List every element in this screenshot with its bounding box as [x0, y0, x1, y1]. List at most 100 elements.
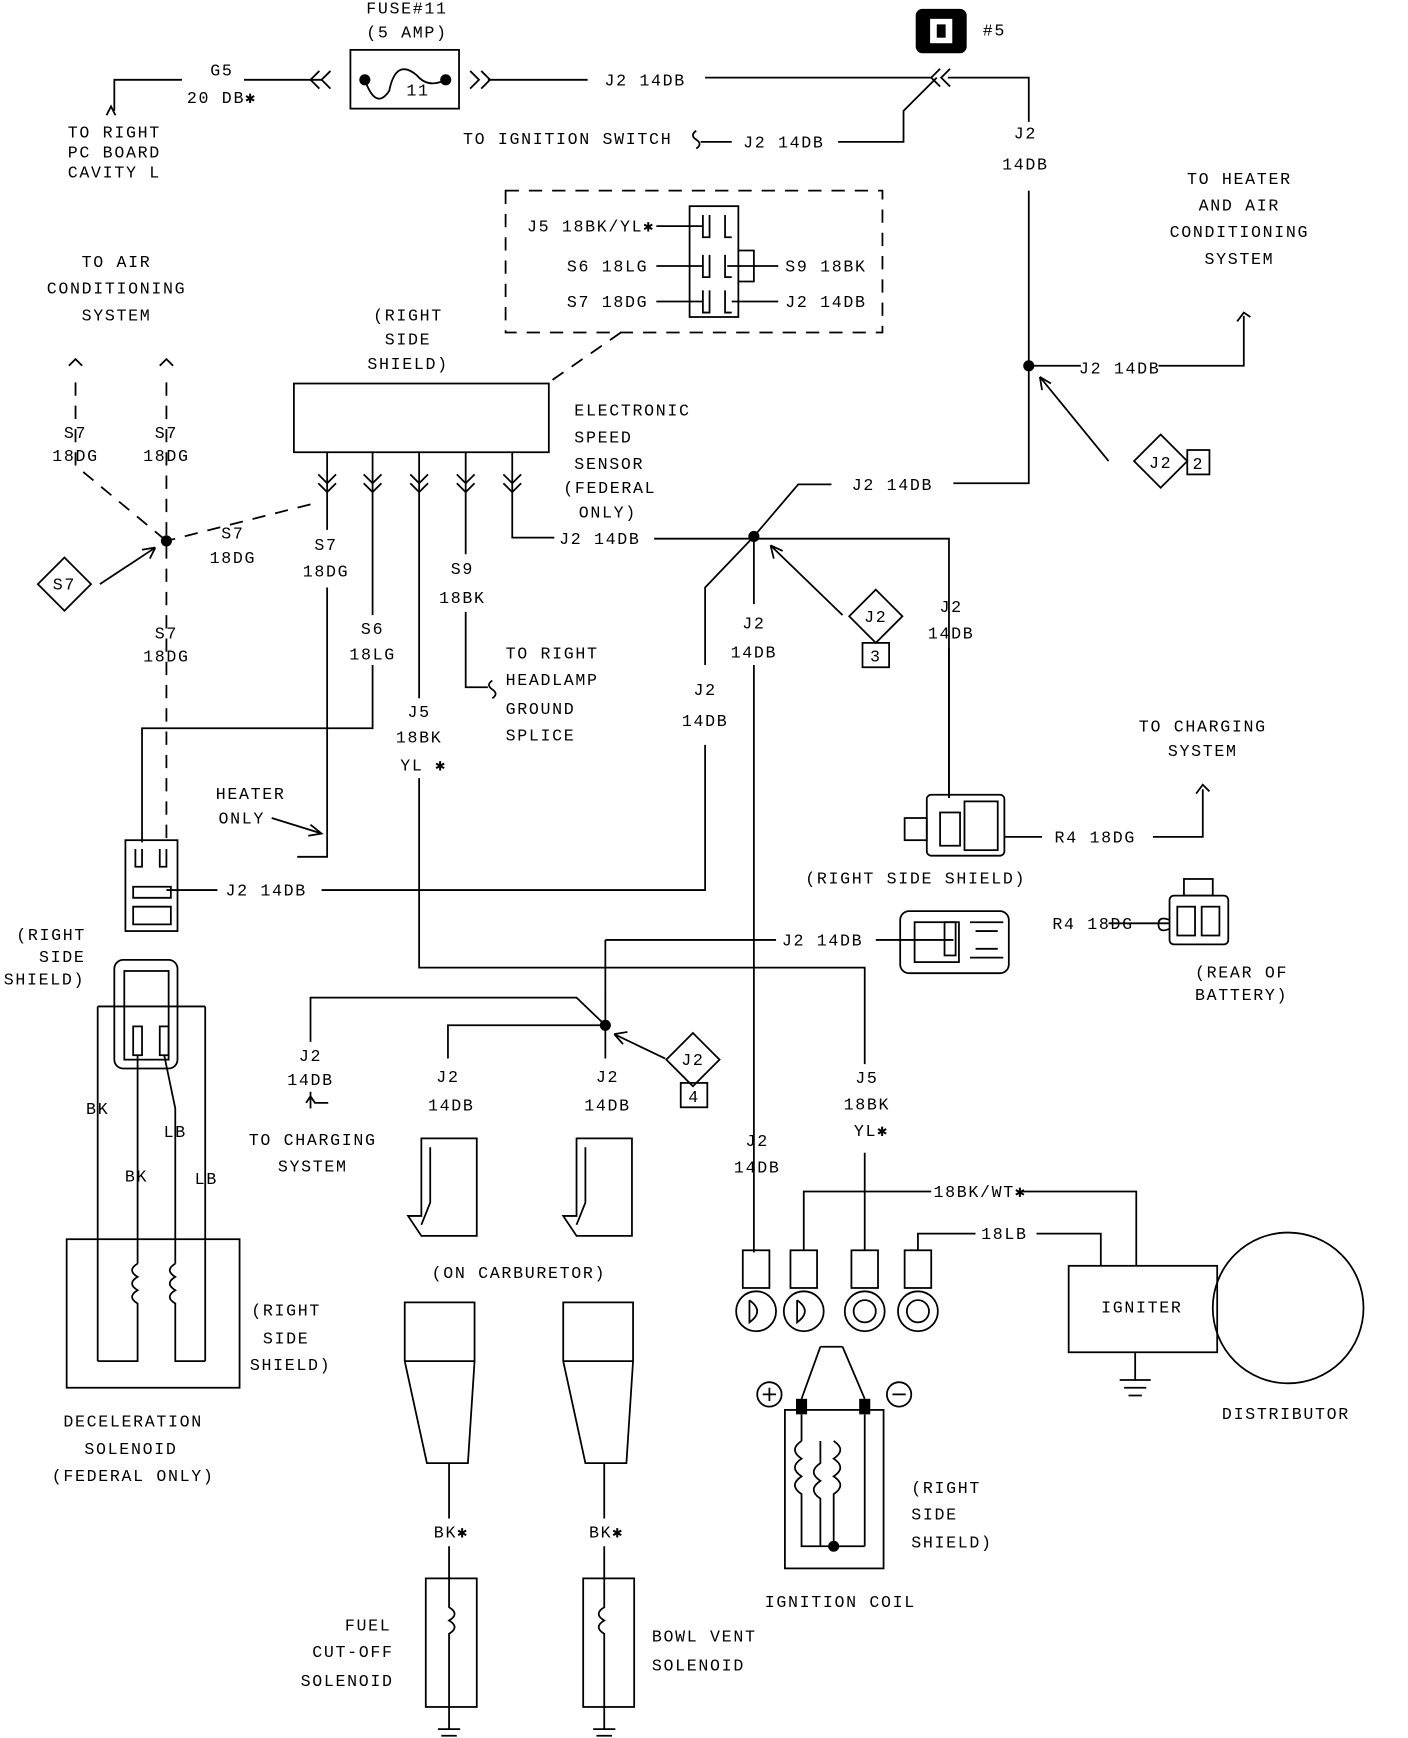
ignition-coil — [784, 1409, 885, 1570]
label: 18DG — [143, 648, 190, 667]
label: (5 AMP) — [366, 24, 447, 43]
label: S7 — [155, 424, 178, 443]
label: BATTERY) — [1195, 986, 1288, 1005]
label: J2 — [1014, 125, 1037, 144]
splice-label: S7 — [53, 576, 76, 595]
label: SHIELD) — [367, 355, 448, 374]
label: J2 — [596, 1068, 619, 1087]
label: HEATER — [216, 785, 286, 804]
label: BOWL VENT — [652, 1628, 757, 1647]
label: BK✱ — [589, 1523, 624, 1542]
label: CONDITIONING — [47, 280, 187, 299]
label: 11 — [406, 81, 429, 100]
label: (RIGHT — [16, 926, 86, 945]
label: CAVITY L — [68, 163, 161, 182]
label: SYSTEM — [82, 306, 152, 325]
label: 18DG — [52, 447, 99, 466]
label: (RIGHT — [373, 306, 443, 325]
label: J2 — [940, 598, 963, 617]
label: J2 — [746, 1132, 769, 1151]
label: TO RIGHT — [68, 123, 161, 142]
label: TO AIR — [82, 253, 152, 272]
label: S6 18LG — [567, 258, 648, 277]
label: S7 18DG — [567, 293, 648, 312]
label: 20 DB✱ — [187, 89, 257, 108]
label: 18DG — [210, 549, 257, 568]
label: BK — [125, 1168, 148, 1187]
label: BK✱ — [434, 1523, 469, 1542]
label: (RIGHT — [911, 1479, 981, 1498]
label: S7 — [221, 525, 244, 544]
electronic-speed-sensor — [292, 382, 550, 454]
label: CUT-OFF — [312, 1643, 393, 1662]
distributor — [1211, 1231, 1365, 1385]
label: S9 18BK — [785, 258, 866, 277]
label: 14DB — [928, 624, 975, 643]
label: SIDE — [385, 331, 432, 350]
label: (FEDERAL ONLY) — [52, 1467, 215, 1486]
label: SPEED — [574, 428, 632, 447]
label: (ON CARBURETOR) — [432, 1264, 606, 1283]
label: AND AIR — [1199, 197, 1280, 216]
label: (RIGHT SIDE SHIELD) — [805, 869, 1026, 888]
splice-label: J2 — [681, 1051, 704, 1070]
label: SENSOR — [574, 455, 644, 474]
label: FUEL — [345, 1616, 392, 1635]
label: #5 — [983, 21, 1006, 40]
label: LB — [164, 1123, 187, 1142]
splice-label: J2 — [864, 608, 887, 627]
label: 18DG — [143, 447, 190, 466]
label: SHIELD) — [911, 1533, 992, 1552]
label: YL ✱ — [400, 756, 447, 775]
label: LB — [195, 1170, 218, 1189]
label: 14DB — [287, 1071, 334, 1090]
label: CONDITIONING — [1170, 223, 1310, 242]
label: J2 — [299, 1047, 322, 1066]
label: BK — [86, 1100, 109, 1119]
label: YL✱ — [854, 1122, 889, 1141]
label: ONLY) — [579, 504, 637, 523]
label: 18BK — [396, 729, 443, 748]
label: J5 — [855, 1069, 878, 1088]
splice-number: 2 — [1193, 455, 1205, 474]
label: ELECTRONIC — [574, 402, 690, 421]
label: IGNITER — [1101, 1298, 1182, 1317]
label: (FEDERAL — [563, 479, 656, 498]
label: IGNITION COIL — [765, 1593, 916, 1612]
label: TO HEATER — [1187, 170, 1292, 189]
label: 14DB — [584, 1097, 631, 1116]
label: (RIGHT — [251, 1302, 321, 1321]
label: S6 — [361, 620, 384, 639]
splice-number: 4 — [688, 1088, 700, 1107]
label: S7 — [64, 424, 87, 443]
label: 18LB — [981, 1225, 1028, 1244]
label: 14DB — [428, 1097, 475, 1116]
label: SHIELD) — [4, 970, 85, 989]
label: R4 18DG — [1055, 828, 1136, 847]
label: S7 — [314, 536, 337, 555]
label: 14DB — [734, 1159, 781, 1178]
label: J5 — [408, 703, 431, 722]
label: SIDE — [911, 1506, 958, 1525]
label: R4 18DG — [1052, 915, 1133, 934]
label: ONLY — [219, 810, 266, 829]
label: J2 14DB — [225, 882, 306, 901]
splice-number: 3 — [870, 648, 882, 667]
label: J2 14DB — [782, 931, 863, 950]
label: J2 14DB — [785, 293, 866, 312]
label: DECELERATION — [63, 1413, 203, 1432]
label: SOLENOID — [301, 1672, 394, 1691]
label: SIDE — [39, 948, 86, 967]
label: SHIELD) — [250, 1356, 331, 1375]
label: GROUND — [506, 700, 576, 719]
wires — [36, 8, 1365, 1737]
label: 18BK/WT✱ — [933, 1183, 1026, 1202]
fuse-11 — [349, 48, 460, 110]
label: HEADLAMP — [506, 671, 599, 690]
label: SYSTEM — [278, 1158, 348, 1177]
label: J2 14DB — [605, 71, 686, 90]
label: PC BOARD — [68, 143, 161, 162]
label: SYSTEM — [1204, 250, 1274, 269]
label: TO CHARGING — [249, 1131, 377, 1150]
label: TO IGNITION SWITCH — [463, 130, 672, 149]
